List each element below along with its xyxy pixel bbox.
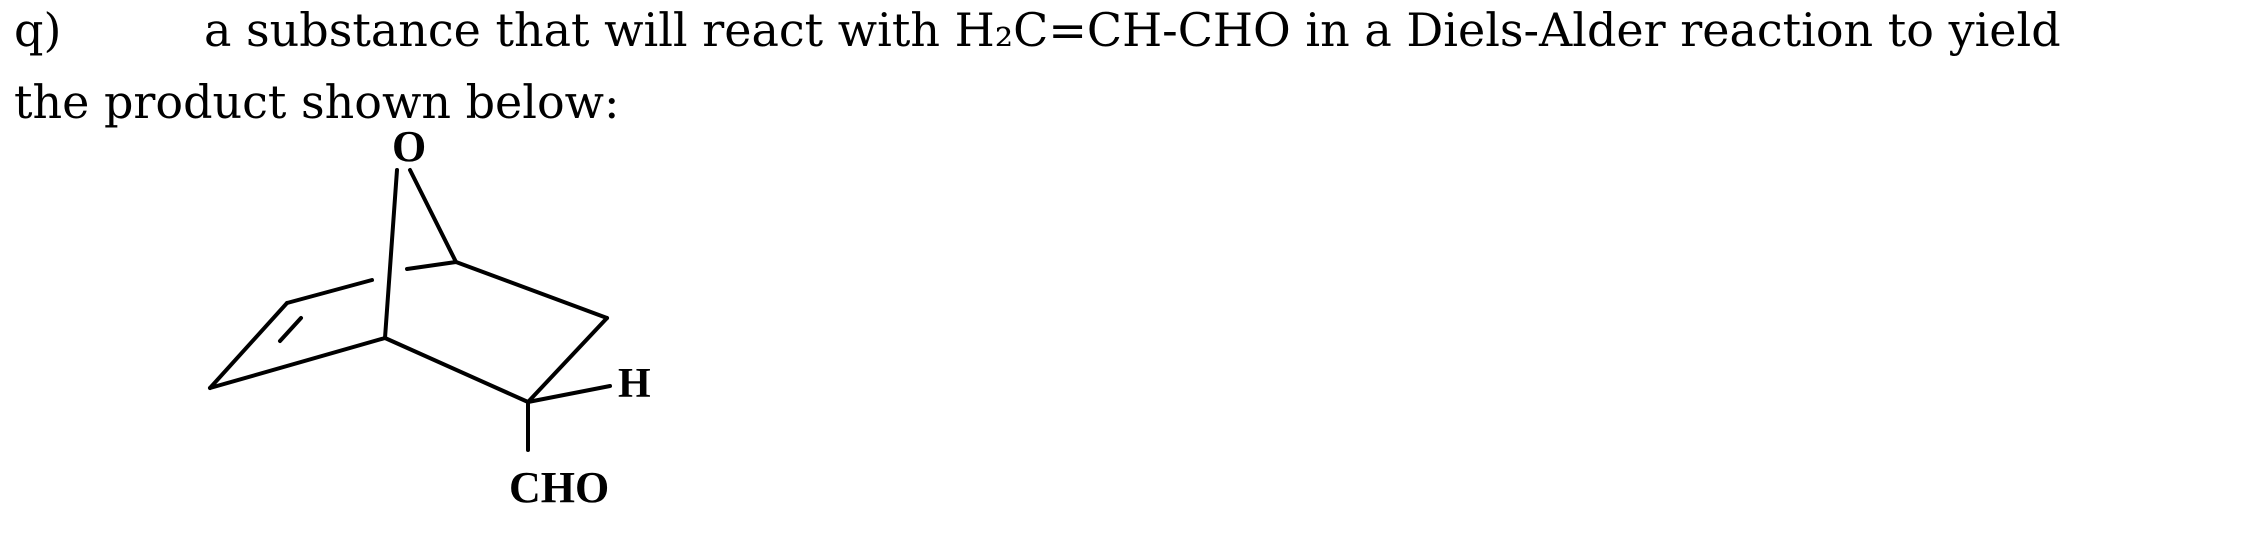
bridge-bond-left bbox=[383, 168, 399, 340]
aldehyde-group-label: CHO bbox=[509, 463, 609, 512]
question-text: q) a substance that will react with H₂C=C… bbox=[14, 0, 2234, 138]
ring-bond-c1-c6 bbox=[454, 260, 609, 320]
ring-bond-c5-c4 bbox=[383, 336, 530, 404]
bridge-bond-right bbox=[408, 168, 458, 264]
oxygen-atom-label: O bbox=[392, 122, 426, 171]
question-label: q) bbox=[14, 3, 62, 57]
ring-bond-c3-c4 bbox=[208, 336, 387, 390]
alkene-inner-bond bbox=[278, 316, 303, 343]
question-line-1: q) a substance that will react with H₂C=C… bbox=[14, 0, 2234, 66]
question-line-1-text: a substance that will react with H₂C=CH-… bbox=[204, 3, 2061, 57]
hydrogen-atom-label: H bbox=[618, 361, 651, 407]
ring-bond-top bbox=[405, 260, 458, 271]
question-line-2: the product shown below: bbox=[14, 75, 620, 129]
alkene-bond bbox=[208, 301, 289, 390]
ring-bond-c6-c5 bbox=[526, 316, 609, 404]
ring-bond-c1-c2 bbox=[285, 278, 374, 305]
hydrogen-bond bbox=[526, 384, 612, 404]
